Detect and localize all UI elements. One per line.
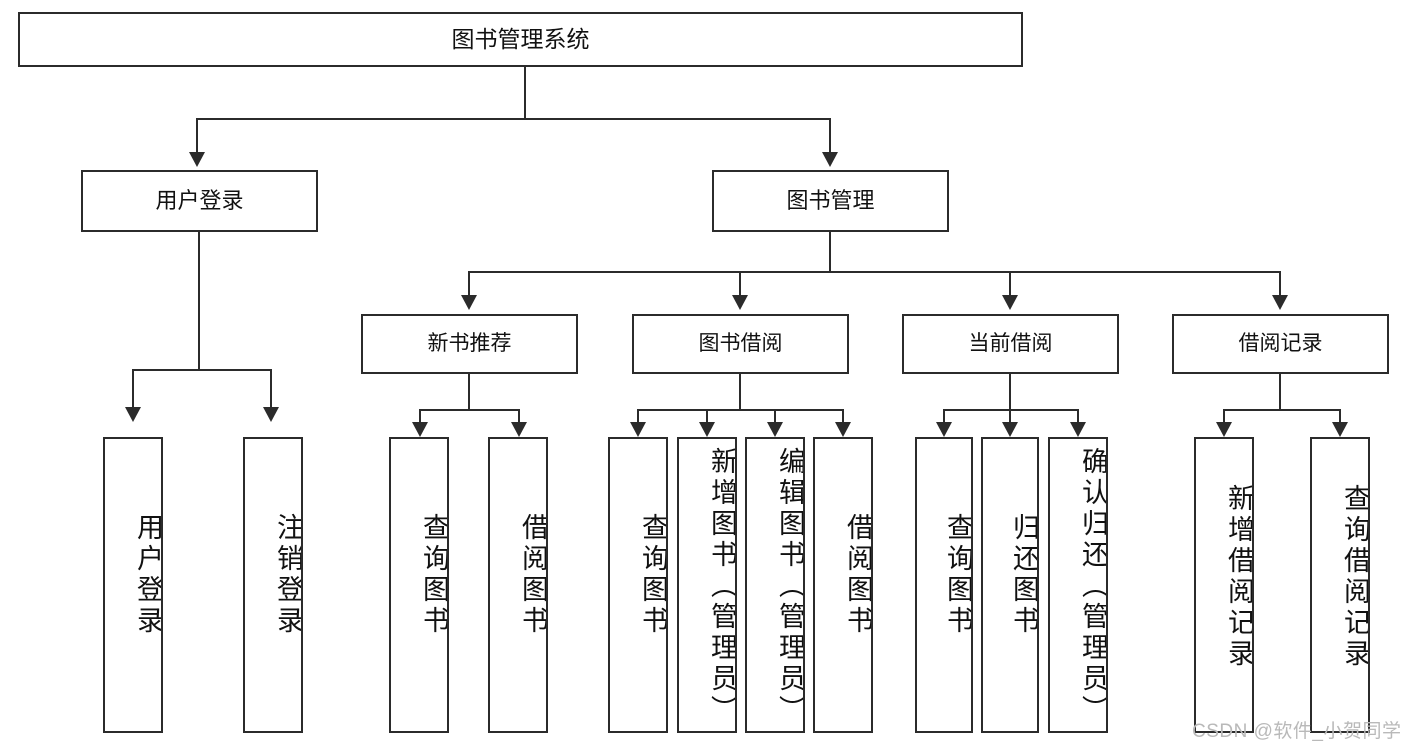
node-label: 当前借阅	[968, 331, 1053, 355]
connector-br-to-leaf-2	[1339, 409, 1341, 425]
leaf-query-book-recommend[interactable]: 查询图书	[389, 437, 449, 733]
connector-bb-to-leaf-3	[774, 409, 776, 425]
connector-root-to-book-management	[829, 118, 831, 154]
arrowhead-leaf-query-record	[1332, 422, 1348, 437]
leaf-edit-book-admin[interactable]: 编辑图书（管理员）	[745, 437, 805, 733]
connector-bm-to-book-borrow	[739, 271, 741, 297]
connector-borrow-record-stem	[1279, 374, 1281, 410]
connector-root-bus	[196, 118, 831, 120]
connector-bm-to-current-borrow	[1009, 271, 1011, 297]
connector-cb-to-leaf-3	[1077, 409, 1079, 425]
connector-bm-to-new-book	[468, 271, 470, 297]
connector-new-book-to-leaf-2	[518, 409, 520, 425]
arrowhead-new-book-recommend	[461, 295, 477, 310]
leaf-borrow-book-borrow[interactable]: 借阅图书	[813, 437, 873, 733]
arrowhead-book-borrow	[732, 295, 748, 310]
arrowhead-leaf-edit-book	[767, 422, 783, 437]
leaf-return-book[interactable]: 归还图书	[981, 437, 1039, 733]
node-book-borrow[interactable]: 图书借阅	[632, 314, 849, 374]
connector-br-to-leaf-1	[1223, 409, 1225, 425]
connector-user-login-stem	[198, 232, 200, 370]
leaf-label: 新增图书（管理员）	[707, 447, 737, 726]
leaf-label: 查询图书	[943, 513, 973, 637]
leaf-label: 查询图书	[638, 513, 668, 637]
node-label: 借阅记录	[1238, 331, 1323, 355]
arrowhead-leaf-confirm-return	[1070, 422, 1086, 437]
node-root-book-management-system[interactable]: 图书管理系统	[18, 12, 1023, 67]
connector-book-borrow-stem	[739, 374, 741, 410]
connector-current-borrow-stem	[1009, 374, 1011, 410]
arrowhead-leaf-return-book	[1002, 422, 1018, 437]
leaf-label: 归还图书	[1009, 513, 1039, 637]
connector-borrow-record-bus	[1223, 409, 1340, 411]
connector-root-to-user-login	[196, 118, 198, 154]
connector-new-book-bus	[419, 409, 519, 411]
connector-user-login-to-leaf-2	[270, 369, 272, 409]
connector-bb-to-leaf-1	[637, 409, 639, 425]
arrowhead-leaf-add-record	[1216, 422, 1232, 437]
arrowhead-leaf-borrow-book-a	[511, 422, 527, 437]
node-label: 图书借阅	[698, 331, 783, 355]
leaf-label: 借阅图书	[518, 513, 548, 637]
node-new-book-recommend[interactable]: 新书推荐	[361, 314, 578, 374]
arrowhead-leaf-query-book-c	[936, 422, 952, 437]
leaf-label: 查询图书	[419, 513, 449, 637]
node-label: 新书推荐	[427, 331, 512, 355]
leaf-user-login[interactable]: 用户登录	[103, 437, 163, 733]
node-borrow-record[interactable]: 借阅记录	[1172, 314, 1389, 374]
node-user-login[interactable]: 用户登录	[81, 170, 318, 232]
connector-root-stem	[524, 67, 526, 119]
node-label: 用户登录	[155, 188, 244, 214]
connector-cb-to-leaf-1	[943, 409, 945, 425]
arrowhead-borrow-record	[1272, 295, 1288, 310]
arrowhead-current-borrow	[1002, 295, 1018, 310]
node-label: 图书管理	[786, 188, 875, 214]
arrowhead-leaf-logout	[263, 407, 279, 422]
leaf-label: 注销登录	[273, 513, 303, 637]
leaf-logout[interactable]: 注销登录	[243, 437, 303, 733]
arrowhead-leaf-borrow-book-b	[835, 422, 851, 437]
connector-bm-to-borrow-record	[1279, 271, 1281, 297]
leaf-add-borrow-record[interactable]: 新增借阅记录	[1194, 437, 1254, 733]
connector-book-management-bus	[468, 271, 1280, 273]
node-label: 图书管理系统	[451, 26, 590, 53]
connector-cb-to-leaf-2	[1009, 409, 1011, 425]
arrowhead-user-login	[189, 152, 205, 167]
leaf-label: 查询借阅记录	[1340, 484, 1370, 670]
connector-book-borrow-bus	[637, 409, 843, 411]
arrowhead-leaf-query-book-b	[630, 422, 646, 437]
connector-user-login-to-leaf-1	[132, 369, 134, 409]
leaf-label: 借阅图书	[843, 513, 873, 637]
leaf-query-book-current[interactable]: 查询图书	[915, 437, 973, 733]
connector-book-management-stem	[829, 232, 831, 272]
leaf-query-borrow-record[interactable]: 查询借阅记录	[1310, 437, 1370, 733]
arrowhead-leaf-user-login	[125, 407, 141, 422]
connector-new-book-to-leaf-1	[419, 409, 421, 425]
arrowhead-book-management	[822, 152, 838, 167]
leaf-borrow-book-recommend[interactable]: 借阅图书	[488, 437, 548, 733]
node-current-borrow[interactable]: 当前借阅	[902, 314, 1119, 374]
arrowhead-leaf-query-book-a	[412, 422, 428, 437]
leaf-query-book-borrow[interactable]: 查询图书	[608, 437, 668, 733]
leaf-label: 确认归还（管理员）	[1078, 447, 1108, 726]
connector-bb-to-leaf-2	[706, 409, 708, 425]
leaf-label: 新增借阅记录	[1224, 484, 1254, 670]
node-book-management[interactable]: 图书管理	[712, 170, 949, 232]
connector-user-login-bus	[132, 369, 270, 371]
connector-bb-to-leaf-4	[842, 409, 844, 425]
leaf-confirm-return-admin[interactable]: 确认归还（管理员）	[1048, 437, 1108, 733]
arrowhead-leaf-add-book	[699, 422, 715, 437]
leaf-label: 用户登录	[133, 513, 163, 637]
connector-new-book-stem	[468, 374, 470, 410]
leaf-label: 编辑图书（管理员）	[775, 447, 805, 726]
leaf-add-book-admin[interactable]: 新增图书（管理员）	[677, 437, 737, 733]
